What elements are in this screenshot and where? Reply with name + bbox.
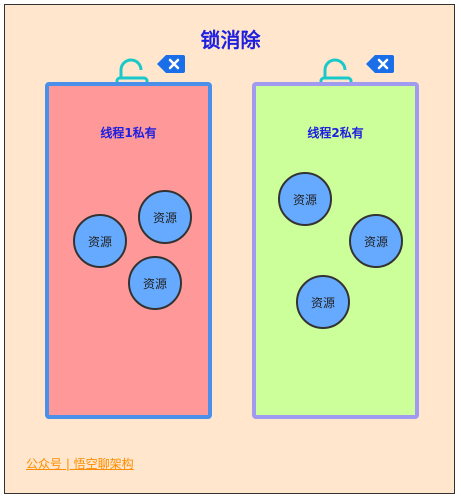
resource-node: 资源 — [128, 256, 182, 310]
resource-node: 资源 — [278, 172, 332, 226]
resource-node: 资源 — [296, 275, 350, 329]
resource-node: 资源 — [349, 214, 403, 268]
remove-x-badge-icon[interactable] — [155, 52, 187, 76]
thread2-label: 线程2私有 — [307, 126, 364, 140]
resource-node: 资源 — [138, 190, 192, 244]
thread1-label: 线程1私有 — [100, 126, 157, 140]
footer-link[interactable]: 公众号 | 悟空聊架构 — [26, 457, 134, 471]
resource-node: 资源 — [73, 214, 127, 268]
remove-x-badge-icon[interactable] — [364, 52, 396, 76]
thread1-private-box: 线程1私有 — [45, 82, 212, 419]
diagram-title: 锁消除 — [200, 28, 261, 52]
